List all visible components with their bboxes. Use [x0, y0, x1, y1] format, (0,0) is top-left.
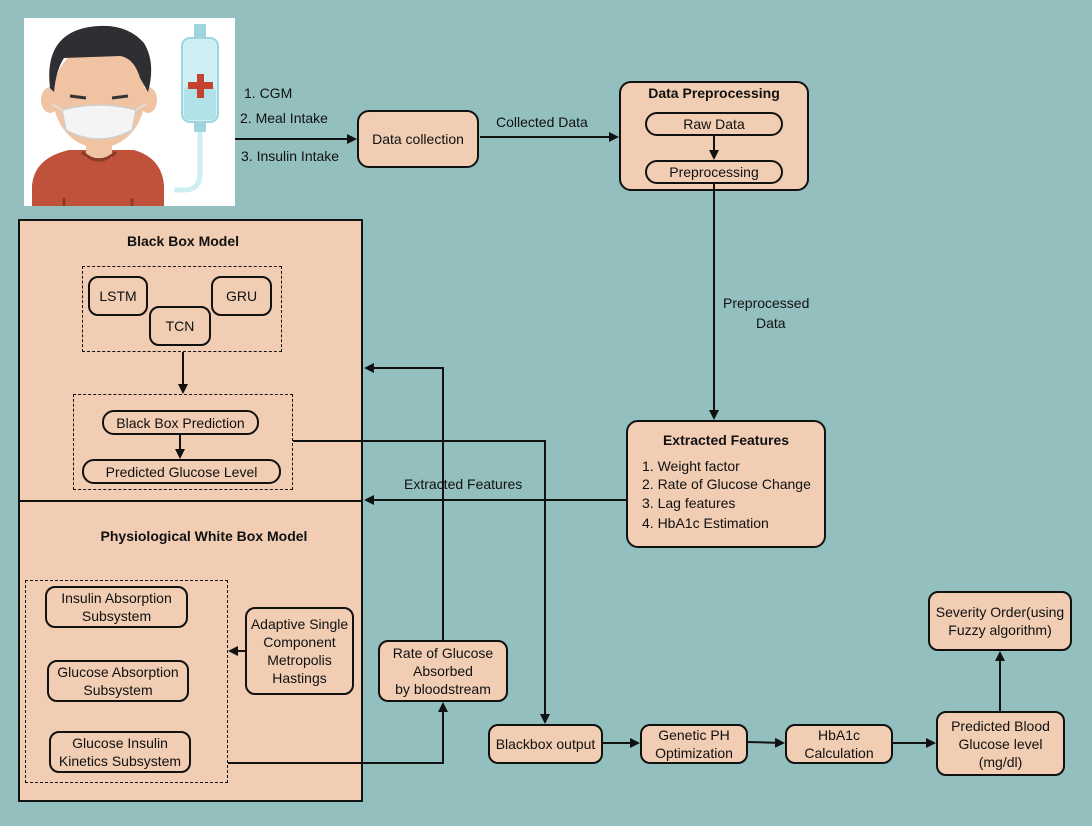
feature-hba1c-estimation: 4. HbA1c Estimation: [642, 515, 769, 531]
extracted-features-arrow-label: Extracted Features: [404, 476, 523, 492]
tcn-box: TCN: [149, 306, 211, 346]
arrow-prediction-to-blackbox-output: [293, 440, 550, 724]
white-box-model-title: Physiological White Box Model: [100, 528, 308, 544]
predicted-blood-glucose-box: Predicted Blood Glucose level (mg/dl): [936, 711, 1065, 776]
feature-weight-factor: 1. Weight factor: [642, 458, 740, 474]
predicted-glucose-level-box: Predicted Glucose Level: [82, 459, 281, 484]
input-meal: 2. Meal Intake: [240, 110, 328, 126]
raw-data-box: Raw Data: [645, 112, 783, 136]
glucose-insulin-kinetics-subsystem: Glucose Insulin Kinetics Subsystem: [49, 731, 191, 773]
input-cgm: 1. CGM: [244, 85, 293, 101]
data-preprocessing-title: Data Preprocessing: [648, 85, 780, 101]
iv-drip-bag-icon: [174, 24, 219, 193]
data-collection-box: Data collection: [357, 110, 479, 168]
severity-order-box: Severity Order(using Fuzzy algorithm): [928, 591, 1072, 651]
preprocessed-data-label-1: Preprocessed: [723, 295, 810, 311]
arrow-rate-to-black-box: [364, 363, 444, 640]
black-box-model-title: Black Box Model: [126, 233, 240, 249]
models-group: [82, 266, 282, 352]
glucose-absorption-subsystem: Glucose Absorption Subsystem: [47, 660, 189, 702]
prediction-group: [73, 394, 293, 490]
patient-illustration: [24, 18, 235, 206]
arrow-kinetics-to-rate: [228, 702, 448, 764]
adaptive-metropolis-hastings-box: Adaptive Single Component Metropolis Has…: [245, 607, 354, 695]
hba1c-calculation-box: HbA1c Calculation: [785, 724, 893, 764]
patient-with-mask-icon: [32, 25, 164, 206]
black-box-prediction-box: Black Box Prediction: [102, 410, 259, 435]
subsystems-group: [25, 580, 228, 783]
input-insulin: 3. Insulin Intake: [241, 148, 340, 164]
extracted-features-box: [626, 420, 826, 548]
rate-of-glucose-absorbed-box: Rate of Glucose Absorbed by bloodstream: [378, 640, 508, 702]
blackbox-output-box: Blackbox output: [488, 724, 603, 764]
lstm-box: LSTM: [88, 276, 148, 316]
feature-lag: 3. Lag features: [642, 495, 736, 511]
feature-rate-of-change: 2. Rate of Glucose Change: [642, 476, 811, 492]
arrow-genetic-to-hba1c: [747, 737, 785, 748]
gru-box: GRU: [211, 276, 272, 316]
extracted-features-title: Extracted Features: [662, 432, 790, 448]
insulin-absorption-subsystem: Insulin Absorption Subsystem: [45, 586, 188, 628]
genetic-ph-optimization-box: Genetic PH Optimization: [640, 724, 748, 764]
preprocessed-data-label-2: Data: [756, 315, 786, 331]
preprocessing-step-box: Preprocessing: [645, 160, 783, 184]
collected-data-label: Collected Data: [496, 114, 588, 130]
